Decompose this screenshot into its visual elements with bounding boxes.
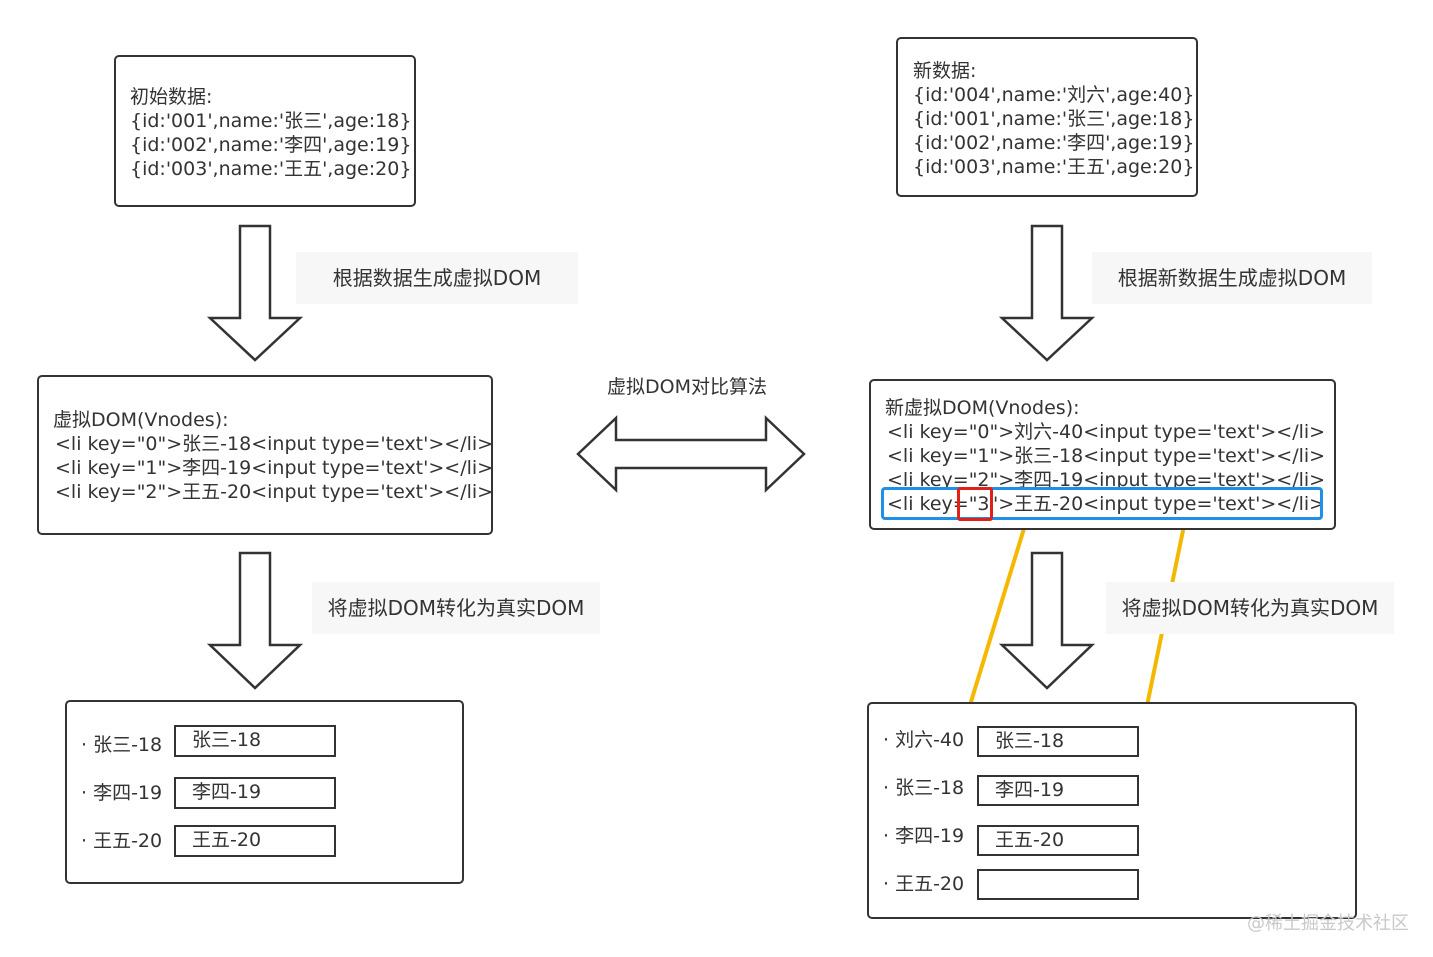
real-dom-right-item-label: · 张三-18 xyxy=(883,777,965,799)
step-label-to-real-right: 将虚拟DOM转化为真实DOM xyxy=(1106,582,1394,634)
real-dom-left-item-input[interactable]: 王五-20 xyxy=(174,825,336,857)
new-data-row: {id:'003',name:'王五',age:20} xyxy=(913,156,1195,178)
step-label-gen-vdom: 根据数据生成虚拟DOM xyxy=(296,252,578,304)
down-arrow-right-bottom xyxy=(998,551,1096,690)
down-arrow-right-top xyxy=(998,224,1096,362)
real-dom-left-item-label: · 王五-20 xyxy=(81,830,163,852)
highlight-key3-value xyxy=(957,487,993,521)
new-vdom-title: 新虚拟DOM(Vnodes): xyxy=(885,397,1080,419)
real-dom-left-box: · 张三-18 张三-18 · 李四-19 李四-19 · 王五-20 王五-2… xyxy=(65,700,464,884)
real-dom-right-item-input[interactable]: 张三-18 xyxy=(977,726,1139,757)
initial-data-row: {id:'002',name:'李四',age:19} xyxy=(130,134,412,156)
new-data-title: 新数据: xyxy=(913,60,977,82)
new-data-box: 新数据: {id:'004',name:'刘六',age:40} {id:'00… xyxy=(896,37,1198,197)
initial-data-box: 初始数据: {id:'001',name:'张三',age:18} {id:'0… xyxy=(114,55,416,207)
initial-data-title: 初始数据: xyxy=(130,86,213,108)
vdom-title: 虚拟DOM(Vnodes): xyxy=(53,409,229,431)
real-dom-right-item-label: · 刘六-40 xyxy=(883,729,965,751)
down-arrow-left-top xyxy=(206,224,304,362)
double-arrow xyxy=(576,415,806,493)
new-vdom-box: 新虚拟DOM(Vnodes): <li key="0">刘六-40<input … xyxy=(869,379,1336,530)
new-data-row: {id:'004',name:'刘六',age:40} xyxy=(913,84,1195,106)
vdom-row: <li key="2">王五-20<input type='text'></li… xyxy=(55,481,494,503)
new-data-row: {id:'001',name:'张三',age:18} xyxy=(913,108,1195,130)
highlight-key3-row xyxy=(881,487,1323,520)
vdom-row: <li key="0">张三-18<input type='text'></li… xyxy=(55,433,494,455)
real-dom-right-item-input[interactable] xyxy=(977,869,1139,900)
initial-data-row: {id:'003',name:'王五',age:20} xyxy=(130,158,412,180)
vdom-row: <li key="1">李四-19<input type='text'></li… xyxy=(55,457,494,479)
diff-algorithm-label: 虚拟DOM对比算法 xyxy=(607,376,767,398)
step-label-gen-new-vdom: 根据新数据生成虚拟DOM xyxy=(1092,252,1372,304)
watermark: @稀土掘金技术社区 xyxy=(1247,913,1409,934)
real-dom-right-item-label: · 王五-20 xyxy=(883,873,965,895)
initial-data-row: {id:'001',name:'张三',age:18} xyxy=(130,110,412,132)
real-dom-left-item-input[interactable]: 李四-19 xyxy=(174,777,336,809)
new-vdom-row: <li key="3">王五-20<input type='text'></li… xyxy=(887,493,1326,515)
real-dom-left-item-label: · 张三-18 xyxy=(81,734,163,756)
new-vdom-row: <li key="2">李四-19<input type='text'></li… xyxy=(887,469,1326,491)
real-dom-right-box: · 刘六-40 张三-18 · 张三-18 李四-19 · 李四-19 王五-2… xyxy=(867,702,1357,919)
real-dom-left-item-input[interactable]: 张三-18 xyxy=(174,725,336,757)
step-label-to-real-left: 将虚拟DOM转化为真实DOM xyxy=(312,582,600,634)
real-dom-right-item-input[interactable]: 王五-20 xyxy=(977,825,1139,856)
new-data-row: {id:'002',name:'李四',age:19} xyxy=(913,132,1195,154)
down-arrow-left-bottom xyxy=(206,551,304,690)
new-vdom-row: <li key="1">张三-18<input type='text'></li… xyxy=(887,445,1326,467)
real-dom-left-item-label: · 李四-19 xyxy=(81,782,163,804)
vdom-box: 虚拟DOM(Vnodes): <li key="0">张三-18<input t… xyxy=(37,375,493,535)
new-vdom-row: <li key="0">刘六-40<input type='text'></li… xyxy=(887,421,1326,443)
real-dom-right-item-input[interactable]: 李四-19 xyxy=(977,775,1139,806)
real-dom-right-item-label: · 李四-19 xyxy=(883,825,965,847)
